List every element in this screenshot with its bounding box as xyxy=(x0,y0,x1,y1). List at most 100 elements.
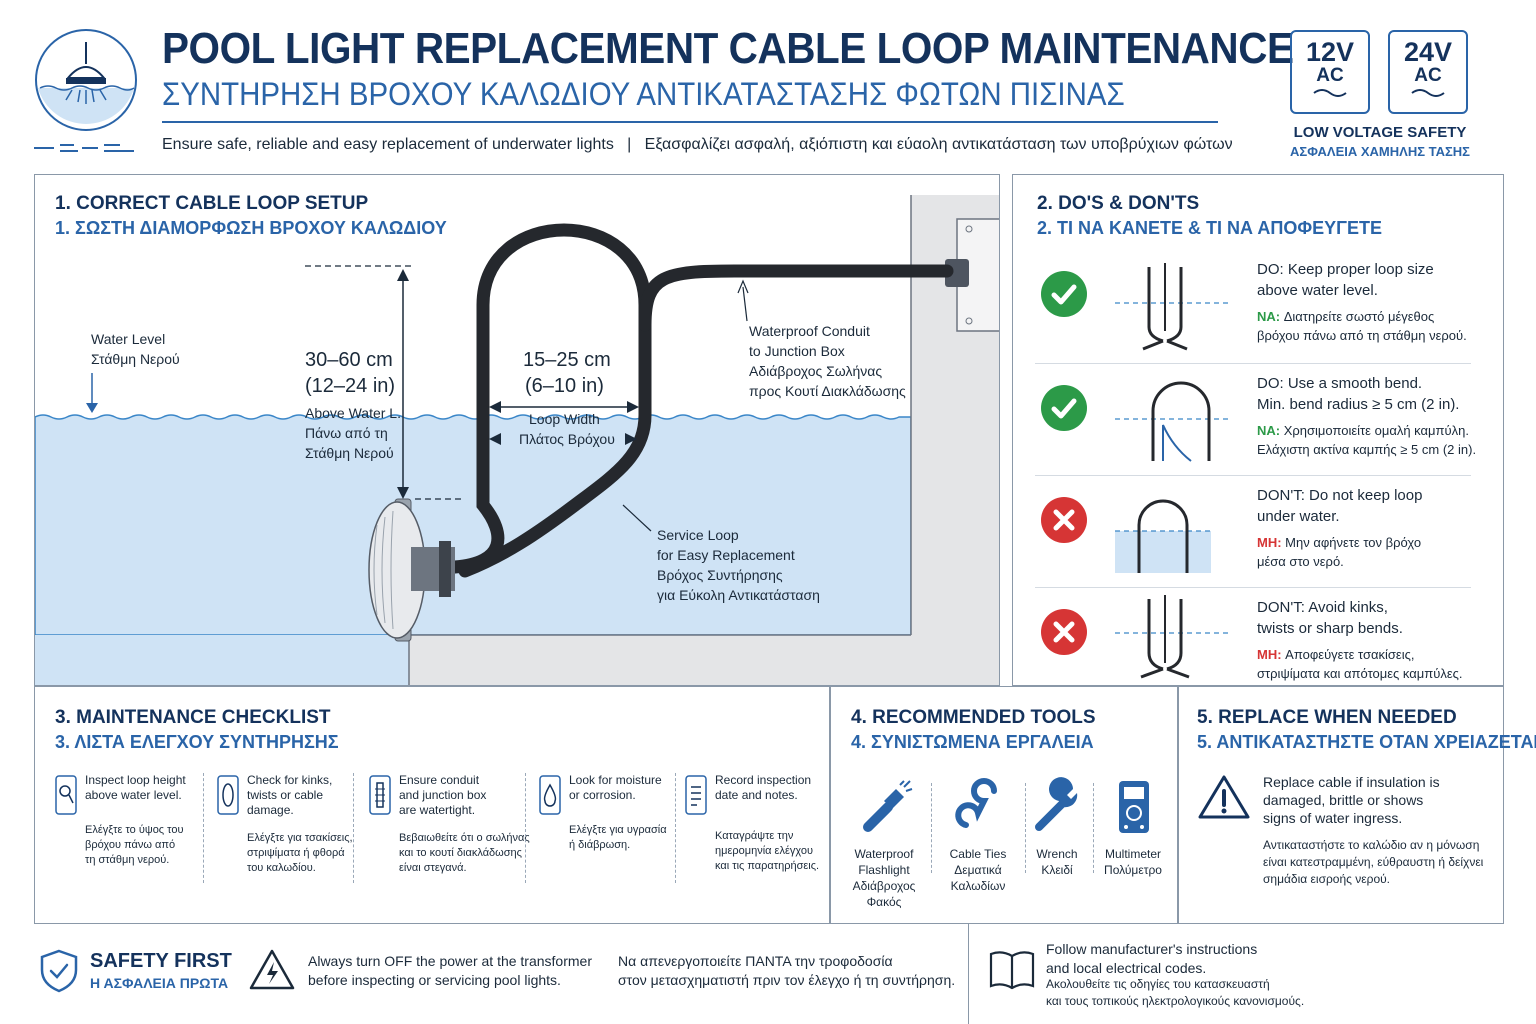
cross-icon xyxy=(1041,609,1087,655)
maintenance-checklist-panel: 3. MAINTENANCE CHECKLIST 3. ΛΙΣΤΑ ΕΛΕΓΧΟ… xyxy=(34,686,830,924)
loop-under-water-illustration-icon xyxy=(1115,499,1211,573)
ac-wave-icon xyxy=(1313,89,1347,97)
cable-loop-diagram xyxy=(35,195,999,685)
low-voltage-label: LOW VOLTAGE SAFETY xyxy=(1293,124,1467,141)
loop-width-label-greek: Πλάτος Βρόχου xyxy=(519,431,615,447)
panel-title: 1. CORRECT CABLE LOOP SETUP xyxy=(55,193,369,214)
panel-title-greek: 5. ΑΝΤΙΚΑΤΑΣΤΗΣΤΕ ΟΤΑΝ ΧΡΕΙΑΖΕΤΑΙ xyxy=(1197,732,1536,752)
multimeter-icon xyxy=(1119,781,1149,833)
panel-title-greek: 2. ΤΙ ΝΑ ΚΑΝΕΤΕ & ΤΙ ΝΑ ΑΠΟΦΕΥΓΕΤΕ xyxy=(1037,218,1382,238)
smooth-bend-illustration-icon xyxy=(1115,381,1231,462)
above-water-label: Above Water L. xyxy=(305,405,401,421)
loop-height-in: (12–24 in) xyxy=(305,375,396,397)
notes-icon xyxy=(685,775,707,815)
panel-title-greek: 3. ΛΙΣΤΑ ΕΛΕΓΧΟΥ ΣΥΝΤΗΡΗΣΗΣ xyxy=(55,732,339,752)
loop-width-label: Loop Width xyxy=(529,411,600,427)
conduit-label-greek-2: προς Κουτί Διακλάδωσης xyxy=(749,383,906,399)
voltage-badge-24v: 24V AC xyxy=(1388,30,1468,114)
voltage-badge-12v: 12V AC xyxy=(1290,30,1370,114)
conduit-label: Waterproof Conduit xyxy=(749,323,870,339)
power-off-text: Always turn OFF the power at the transfo… xyxy=(308,953,592,988)
cable-loop-setup-panel: 1. CORRECT CABLE LOOP SETUP 1. ΣΩΣΤΗ ΔΙΑ… xyxy=(34,174,1000,686)
page-subtitle: ΣΥΝΤΗΡΗΣΗ ΒΡΟΧΟΥ ΚΑΛΩΔΙΟΥ ΑΝΤΙΚΑΤΑΣΤΑΣΗΣ… xyxy=(162,76,1125,112)
panel-title: 2. DO'S & DON'TS xyxy=(1037,193,1200,214)
high-voltage-warning-icon xyxy=(249,949,295,990)
do-row-smooth-bend: DO: Use a smooth bend.Min. bend radius ≥… xyxy=(1035,365,1476,477)
above-water-label-greek-2: Στάθμη Νερού xyxy=(305,445,394,461)
pool-light-logo-icon xyxy=(35,29,137,131)
row-divider xyxy=(1035,363,1471,364)
cable-tie-icon xyxy=(955,778,997,828)
water-level-label: Water Level xyxy=(91,331,166,347)
do-text: DO: Use a smooth bend.Min. bend radius ≥… xyxy=(1257,375,1460,413)
tagline: Ensure safe, reliable and easy replaceme… xyxy=(162,136,1233,153)
dos-and-donts-panel: 2. DO'S & DON'TS 2. ΤΙ ΝΑ ΚΑΝΕΤΕ & ΤΙ ΝΑ… xyxy=(1012,174,1504,686)
tool-wrench: Wrench Κλειδί xyxy=(1027,777,1087,878)
header-divider xyxy=(162,121,1218,123)
loop-width-cm: 15–25 cm xyxy=(523,349,611,371)
water-level-label-greek: Στάθμη Νερού xyxy=(91,351,180,367)
check-icon xyxy=(1041,271,1087,317)
cross-icon xyxy=(1041,497,1087,543)
panel-title-greek: 4. ΣΥΝΙΣΤΩΜΕΝΑ ΕΡΓΑΛΕΙΑ xyxy=(851,732,1094,752)
panel-title: 3. MAINTENANCE CHECKLIST xyxy=(55,707,331,728)
conduit-icon xyxy=(369,775,391,815)
replace-when-needed-panel: 5. REPLACE WHEN NEEDED 5. ΑΝΤΙΚΑΤΑΣΤΗΣΤΕ… xyxy=(1178,686,1536,924)
loop-width-in: (6–10 in) xyxy=(525,375,604,397)
footer-divider xyxy=(968,924,969,1024)
flashlight-icon xyxy=(863,780,913,832)
cable-icon xyxy=(217,775,239,815)
above-water-label-greek: Πάνω από τη xyxy=(305,425,388,441)
panel-title: 5. REPLACE WHEN NEEDED xyxy=(1197,707,1457,728)
shield-check-icon xyxy=(40,949,78,993)
conduit-label-greek: Αδιάβροχος Σωλήνας xyxy=(749,363,883,379)
service-loop-label-greek: Βρόχος Συντήρησης xyxy=(657,567,783,583)
conduit-label-2: to Junction Box xyxy=(749,343,845,359)
panel-title: 4. RECOMMENDED TOOLS xyxy=(851,707,1096,728)
service-loop-label-2: for Easy Replacement xyxy=(657,547,795,563)
page-title: POOL LIGHT REPLACEMENT CABLE LOOP MAINTE… xyxy=(162,24,1294,73)
recommended-tools-panel: 4. RECOMMENDED TOOLS 4. ΣΥΝΙΣΤΩΜΕΝΑ ΕΡΓΑ… xyxy=(830,686,1178,924)
ac-wave-icon xyxy=(1411,89,1445,97)
wrench-icon xyxy=(1035,777,1078,831)
kinked-cable-illustration-icon xyxy=(1115,595,1231,679)
tool-multimeter: Multimeter Πολύμετρο xyxy=(1097,777,1169,878)
row-divider xyxy=(1035,587,1471,588)
droplet-icon xyxy=(539,775,561,815)
safety-first-label-greek: Η ΑΣΦΑΛΕΙΑ ΠΡΩΤΑ xyxy=(90,975,229,991)
dont-text-greek: MH: Αποφεύγετε τσακίσεις,στριψίματα και … xyxy=(1257,647,1463,681)
do-text-greek: NA: Χρησιμοποιείτε ομαλή καμπύλη.Ελάχιστ… xyxy=(1257,423,1477,457)
dont-row-kinks: DON'T: Avoid kinks,twists or sharp bends… xyxy=(1035,589,1471,701)
loop-height-cm: 30–60 cm xyxy=(305,349,393,371)
dont-text: DON'T: Avoid kinks,twists or sharp bends… xyxy=(1257,599,1403,637)
service-loop-label: Service Loop xyxy=(657,527,739,543)
manual-book-icon xyxy=(989,951,1035,990)
safety-first-label: SAFETY FIRST xyxy=(90,950,232,972)
magnifier-icon xyxy=(55,775,77,815)
service-loop-label-greek-2: για Εύκολη Αντικατάσταση xyxy=(657,587,820,603)
low-voltage-label-greek: ΑΣΦΑΛΕΙΑ ΧΑΜΗΛΗΣ ΤΑΣΗΣ xyxy=(1290,144,1470,159)
warning-icon xyxy=(1198,775,1250,819)
row-divider xyxy=(1035,475,1471,476)
logo-wave-mark-icon xyxy=(34,144,134,152)
panel-title-greek: 1. ΣΩΣΤΗ ΔΙΑΜΟΡΦΩΣΗ ΒΡΟΧΟΥ ΚΑΛΩΔΙΟΥ xyxy=(55,218,447,238)
loop-size-illustration-icon xyxy=(1115,263,1231,351)
check-icon xyxy=(1041,385,1087,431)
manufacturer-instructions-text-greek: Ακολουθείτε τις οδηγίες του κατασκευαστή… xyxy=(1046,977,1305,1008)
